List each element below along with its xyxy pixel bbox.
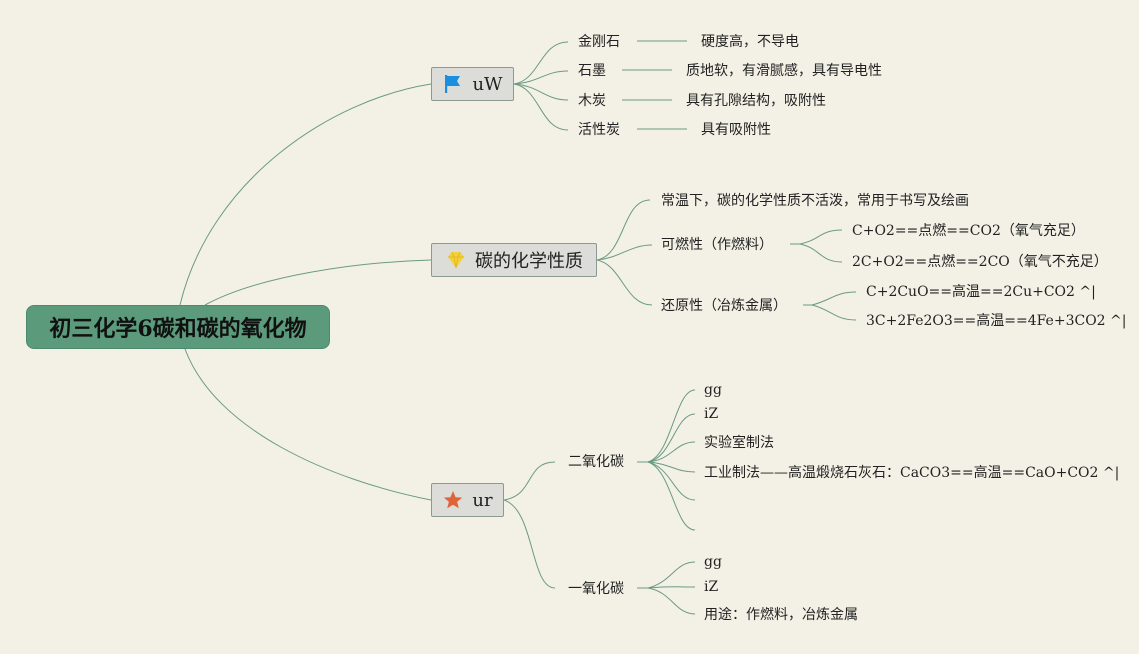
co2-item-1[interactable]: gg	[704, 382, 722, 398]
connector-root-t3	[184, 348, 432, 501]
subtopic-charcoal[interactable]: 木炭	[578, 93, 606, 109]
main-topic-1[interactable]: uW	[431, 67, 514, 101]
subtopic-graphite[interactable]: 石墨	[578, 63, 606, 79]
subtopic-combustion[interactable]: 可燃性（作燃料）	[661, 237, 773, 253]
connector-root-t2	[204, 259, 432, 306]
subtopic-activated-carbon-desc[interactable]: 具有吸附性	[701, 122, 771, 138]
star-icon	[442, 489, 464, 511]
gem-icon	[445, 249, 467, 271]
subtopic-normal-temp[interactable]: 常温下，碳的化学性质不活泼，常用于书写及绘画	[661, 193, 969, 209]
co-item-uses[interactable]: 用途：作燃料，冶炼金属	[704, 607, 858, 623]
central-topic-label: 初三化学6碳和碳的氧化物	[49, 316, 307, 342]
reaction-combustion-2[interactable]: 2C+O2==点燃==2CO（氧气不充足）	[852, 254, 1108, 270]
reaction-reduction-1[interactable]: C+2CuO==高温==2Cu+CO2 ^|	[866, 284, 1096, 300]
reaction-reduction-2[interactable]: 3C+2Fe2O3==高温==4Fe+3CO2 ^|	[866, 313, 1127, 329]
subtopic-activated-carbon[interactable]: 活性炭	[578, 122, 620, 138]
subtopic-co[interactable]: 一氧化碳	[568, 581, 624, 597]
subtopic-graphite-desc[interactable]: 质地软，有滑腻感，具有导电性	[686, 63, 882, 79]
central-topic[interactable]: 初三化学6碳和碳的氧化物	[26, 305, 330, 349]
main-topic-3-label: ur	[472, 489, 493, 511]
subtopic-diamond[interactable]: 金刚石	[578, 34, 620, 50]
subtopic-charcoal-desc[interactable]: 具有孔隙结构，吸附性	[686, 93, 826, 109]
subtopic-reduction[interactable]: 还原性（冶炼金属）	[661, 298, 787, 314]
flag-icon	[442, 73, 464, 95]
co2-item-2[interactable]: iZ	[704, 406, 719, 422]
co2-item-industrial-prep[interactable]: 工业制法——高温煅烧石灰石：CaCO3==高温==CaO+CO2 ^|	[704, 465, 1120, 481]
main-topic-3[interactable]: ur	[431, 483, 504, 517]
co-item-1[interactable]: gg	[704, 554, 722, 570]
co-item-2[interactable]: iZ	[704, 579, 719, 595]
main-topic-2-label: 碳的化学性质	[475, 251, 583, 272]
main-topic-2[interactable]: 碳的化学性质	[431, 243, 597, 277]
co2-item-lab-prep[interactable]: 实验室制法	[704, 435, 774, 451]
subtopic-diamond-desc[interactable]: 硬度高，不导电	[701, 34, 799, 50]
connector-root-t1	[179, 83, 432, 306]
subtopic-co2[interactable]: 二氧化碳	[568, 454, 624, 470]
main-topic-1-label: uW	[472, 73, 503, 95]
reaction-combustion-1[interactable]: C+O2==点燃==CO2（氧气充足）	[852, 223, 1085, 239]
